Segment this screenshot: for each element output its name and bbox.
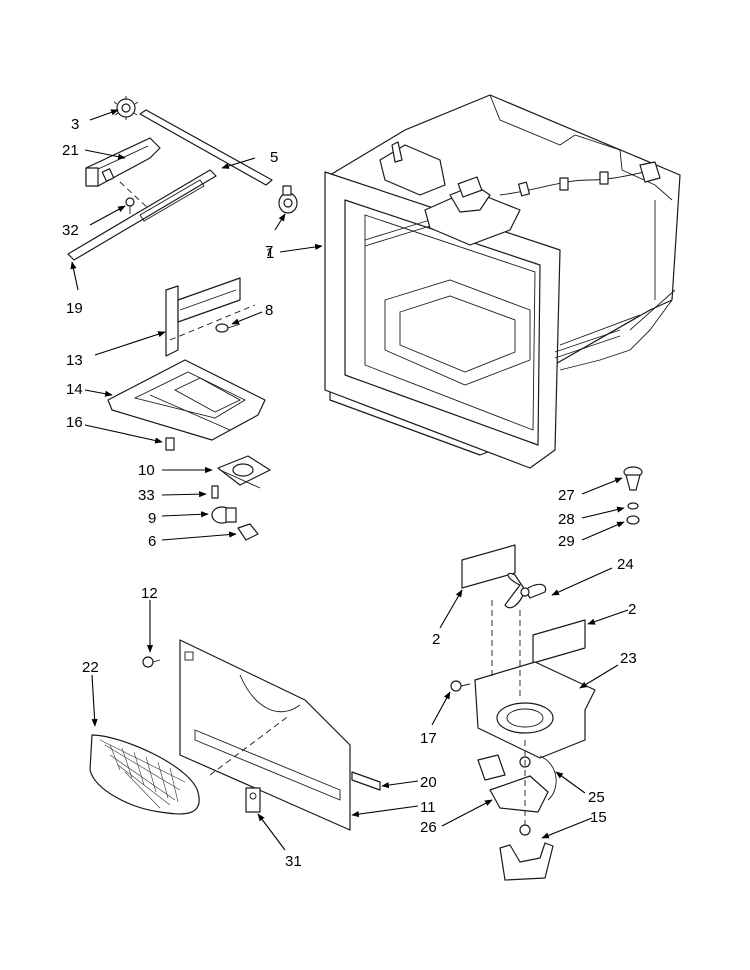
callout-15: 15	[590, 809, 607, 826]
callout-25: 25	[588, 789, 605, 806]
callout-17: 17	[420, 730, 437, 747]
callout-3: 3	[71, 116, 79, 133]
damper-10	[217, 455, 271, 489]
ring-28	[627, 502, 639, 510]
slide-rail	[67, 169, 217, 261]
callout-8: 8	[265, 302, 273, 319]
motor-9	[211, 506, 237, 524]
callout-22: 22	[82, 659, 99, 676]
callout-7: 7	[265, 243, 273, 260]
knob-27	[623, 466, 643, 491]
callout-16: 16	[66, 414, 83, 431]
cover-tray	[107, 359, 266, 441]
motor-bracket	[499, 824, 554, 881]
callout-21: 21	[62, 142, 79, 159]
callout-2-left: 2	[432, 631, 440, 648]
callout-26: 26	[420, 819, 437, 836]
callout-13: 13	[66, 352, 83, 369]
callout-28: 28	[558, 511, 575, 528]
fan-shroud	[474, 600, 596, 759]
callout-14: 14	[66, 381, 83, 398]
screw-12	[142, 656, 161, 668]
connector-6	[237, 523, 259, 541]
clip-16	[165, 437, 175, 451]
insulation-pad-right	[532, 619, 586, 664]
leader-lines	[70, 109, 629, 851]
thermistor-31	[245, 787, 261, 813]
insulation-pad-top	[461, 544, 516, 589]
screw-32	[125, 197, 135, 214]
callout-12: 12	[141, 585, 158, 602]
rear-cover-panel	[179, 639, 351, 831]
fan-motor	[477, 740, 557, 830]
callout-33: 33	[138, 487, 155, 504]
callout-20: 20	[420, 774, 437, 791]
callout-24: 24	[617, 556, 634, 573]
callout-19: 19	[66, 300, 83, 317]
callout-11: 11	[420, 799, 436, 816]
callout-23: 23	[620, 650, 637, 667]
freezer-frame-assembly	[324, 94, 681, 469]
callout-6: 6	[148, 533, 156, 550]
fan-blade	[504, 572, 547, 609]
callout-9: 9	[148, 510, 156, 527]
callout-31: 31	[285, 853, 302, 870]
screw-8	[215, 323, 241, 333]
callout-labels: 3 21 5 32 7 1 19 8 13 14 16 10 33 9 6 27…	[62, 116, 637, 870]
gear-part	[113, 96, 139, 120]
callout-5: 5	[270, 149, 278, 166]
foam-strip-20	[351, 771, 381, 791]
callout-29: 29	[558, 533, 575, 550]
screw-33	[211, 485, 219, 499]
gear-part-right	[278, 185, 298, 214]
callout-2-right: 2	[628, 601, 636, 618]
front-grill	[89, 734, 200, 815]
callout-1: 1	[266, 245, 274, 262]
callout-32: 32	[62, 222, 79, 239]
slide-bracket	[85, 137, 161, 187]
bracket-13	[165, 277, 256, 357]
callout-10: 10	[138, 462, 155, 479]
shaft-rod	[139, 109, 273, 186]
washer-29	[626, 515, 640, 525]
screw-17	[450, 680, 471, 692]
callout-27: 27	[558, 487, 575, 504]
